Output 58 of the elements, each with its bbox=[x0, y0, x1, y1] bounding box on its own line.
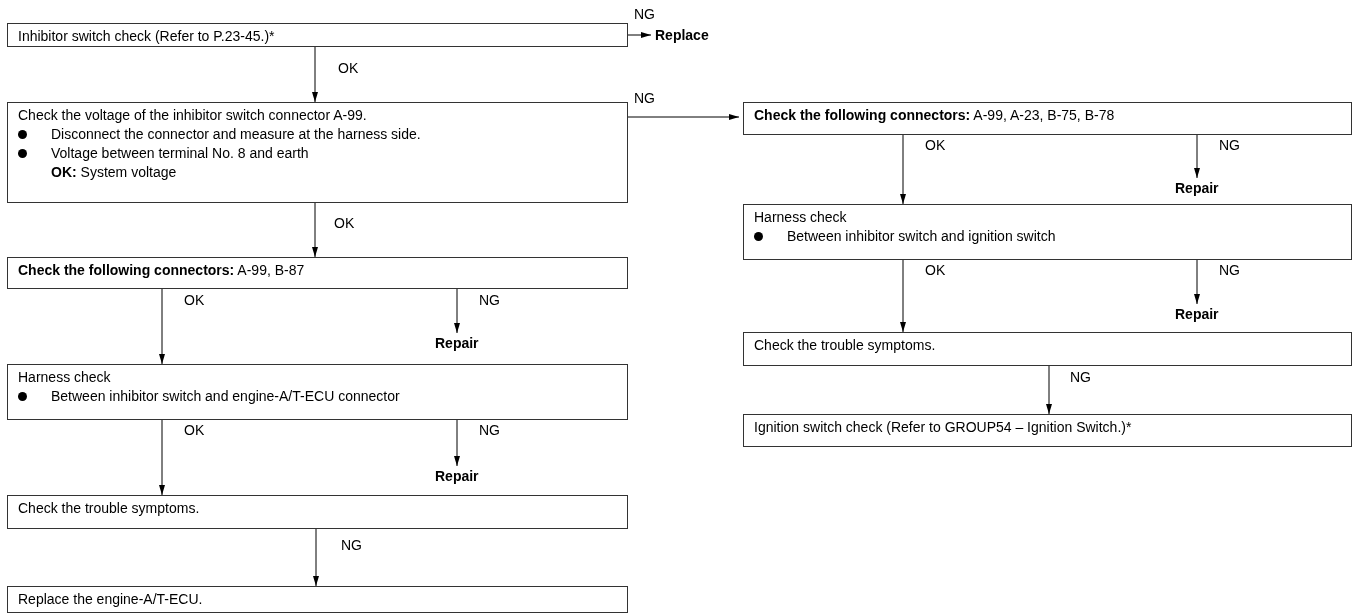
arrow bbox=[312, 202, 318, 258]
edge-label: NG bbox=[1219, 262, 1240, 278]
edge-label: NG bbox=[479, 422, 500, 438]
step-text: Inhibitor switch check (Refer to P.23-45.)* bbox=[18, 28, 275, 44]
process-box bbox=[743, 414, 1352, 447]
arrow bbox=[454, 288, 460, 334]
edge-label: NG bbox=[479, 292, 500, 308]
step-text: Replace the engine-A/T-ECU. bbox=[18, 591, 203, 607]
edge-label: OK bbox=[184, 292, 205, 308]
step-text: Check the following connectors: A-99, B-87 bbox=[18, 262, 305, 278]
step-detail-text: Voltage between terminal No. 8 and earth bbox=[51, 145, 309, 161]
edge-label: NG bbox=[1219, 137, 1240, 153]
edge-label: NG bbox=[1070, 369, 1091, 385]
process-box bbox=[7, 257, 628, 289]
edge-label: OK bbox=[338, 60, 359, 76]
step-text: Check the following connectors: A-99, A-23, B-75, B-78 bbox=[754, 107, 1115, 123]
step-detail-text: OK: System voltage bbox=[51, 164, 177, 180]
arrow bbox=[900, 134, 906, 205]
process-box bbox=[743, 102, 1352, 135]
process-box bbox=[7, 495, 628, 529]
action-text: Repair bbox=[1175, 180, 1219, 196]
arrow bbox=[900, 259, 906, 333]
arrow bbox=[1194, 134, 1200, 179]
action-text: Repair bbox=[435, 335, 479, 351]
edge-label: NG bbox=[634, 90, 655, 106]
arrow bbox=[159, 419, 165, 496]
edge-label: NG bbox=[634, 6, 655, 22]
process-box bbox=[7, 102, 628, 203]
step-detail-text: Between inhibitor switch and ignition switch bbox=[787, 228, 1056, 244]
step-text: Harness check bbox=[18, 369, 111, 385]
arrow bbox=[312, 46, 318, 103]
edge-label: OK bbox=[334, 215, 355, 231]
arrow bbox=[627, 114, 740, 120]
step-text: Check the trouble symptoms. bbox=[754, 337, 936, 353]
step-detail-text: Disconnect the connector and measure at the harness side. bbox=[51, 126, 421, 142]
step-text: Ignition switch check (Refer to GROUP54 – Ignition Switch.)* bbox=[754, 419, 1132, 435]
edge-label: NG bbox=[341, 537, 362, 553]
edge-label: OK bbox=[925, 137, 946, 153]
action-text: Replace bbox=[655, 27, 709, 43]
arrow bbox=[1046, 365, 1052, 415]
step-text: Check the trouble symptoms. bbox=[18, 500, 200, 516]
step-text: Harness check bbox=[754, 209, 847, 225]
arrow bbox=[159, 288, 165, 365]
process-box bbox=[743, 332, 1352, 366]
process-box bbox=[7, 23, 628, 47]
arrow bbox=[1194, 259, 1200, 305]
action-text: Repair bbox=[1175, 306, 1219, 322]
arrow bbox=[313, 528, 319, 587]
arrow bbox=[627, 32, 652, 38]
edge-label: OK bbox=[184, 422, 205, 438]
arrow bbox=[454, 419, 460, 467]
step-detail-text: Between inhibitor switch and engine-A/T-ECU connector bbox=[51, 388, 400, 404]
process-box bbox=[7, 586, 628, 613]
process-box bbox=[743, 204, 1352, 260]
process-box bbox=[7, 364, 628, 420]
action-text: Repair bbox=[435, 468, 479, 484]
step-text: Check the voltage of the inhibitor switch connector A-99. bbox=[18, 107, 367, 123]
edge-label: OK bbox=[925, 262, 946, 278]
